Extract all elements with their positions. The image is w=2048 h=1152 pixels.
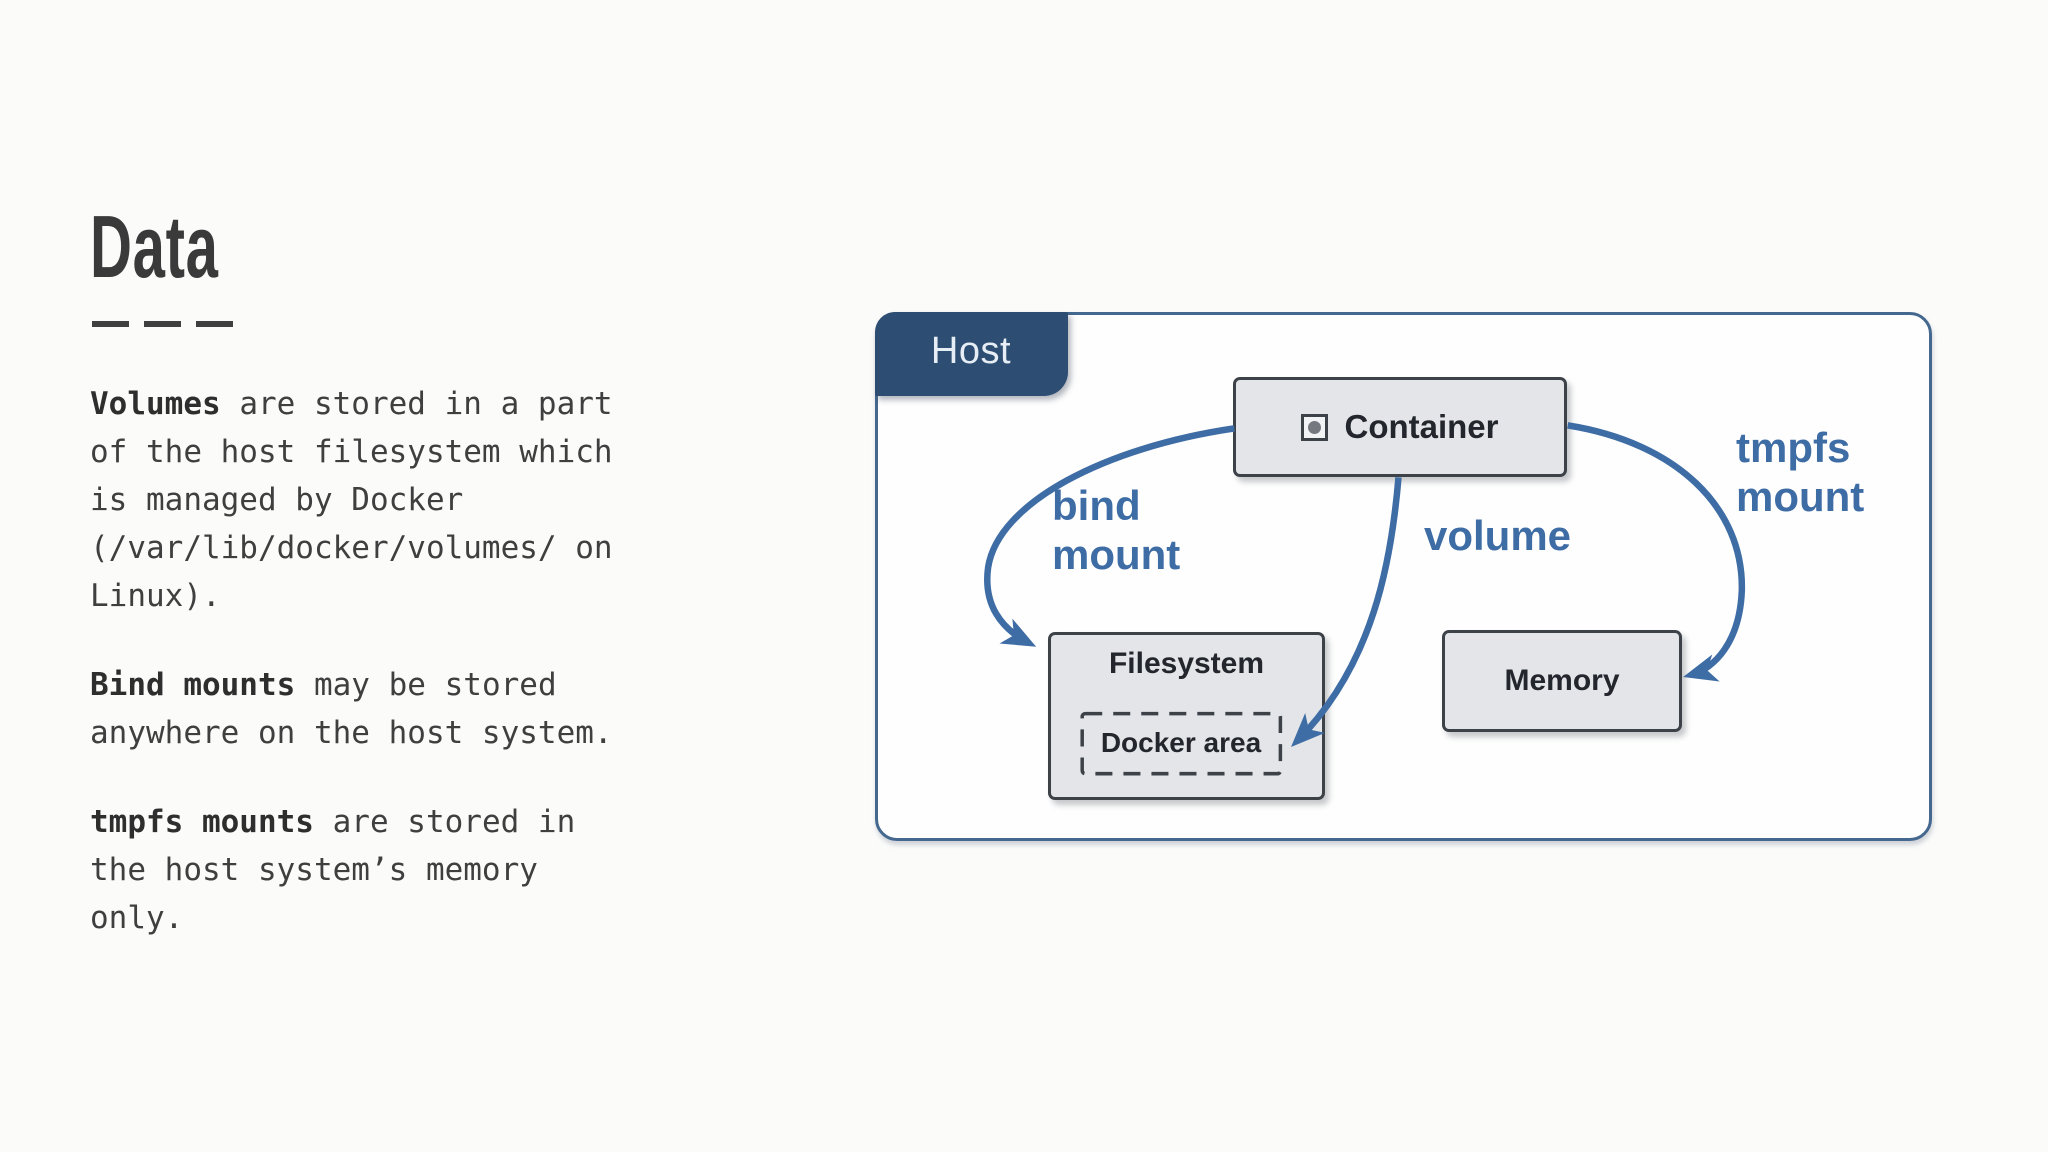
paragraph-bind-mounts: Bind mounts may be stored anywhere on th… <box>90 661 622 757</box>
divider-dash <box>144 321 181 327</box>
paragraph-lead: tmpfs mounts <box>90 804 314 840</box>
body-text: Volumes are stored in a part of the host… <box>90 380 622 983</box>
paragraph-body: are stored in a part of the host filesys… <box>90 386 613 614</box>
host-diagram-frame: Host Container Filesystem Docker area Me… <box>874 311 1932 841</box>
host-label: Host <box>930 330 1012 372</box>
divider-dash <box>92 321 129 327</box>
docker-area-node: Docker area <box>1082 713 1280 773</box>
divider-dash <box>196 321 233 327</box>
filesystem-node-label: Filesystem <box>1108 647 1265 680</box>
volume-edge-label: volume <box>1424 512 1572 559</box>
container-node: Container <box>1233 377 1567 477</box>
memory-node-label: Memory <box>1504 664 1620 697</box>
paragraph-lead: Volumes <box>90 386 221 422</box>
container-icon <box>1301 413 1329 441</box>
paragraph-tmpfs-mounts: tmpfs mounts are stored in the host syst… <box>90 798 622 942</box>
paragraph-body: may be stored anywhere on the host syste… <box>90 667 613 751</box>
container-node-label: Container <box>1344 408 1499 445</box>
bind-mount-edge-label: bind mount <box>1052 482 1181 578</box>
paragraph-body: are stored in the host system’s memory o… <box>90 804 576 936</box>
docker-area-node-label: Docker area <box>1100 727 1262 758</box>
paragraph-volumes: Volumes are stored in a part of the host… <box>90 380 622 620</box>
title-divider <box>92 321 233 327</box>
memory-node: Memory <box>1442 630 1682 732</box>
tmpfs-mount-edge-label: tmpfs mount <box>1736 424 1865 520</box>
paragraph-lead: Bind mounts <box>90 667 296 703</box>
host-tab: Host <box>874 311 1068 396</box>
page-title: Data <box>90 197 219 296</box>
